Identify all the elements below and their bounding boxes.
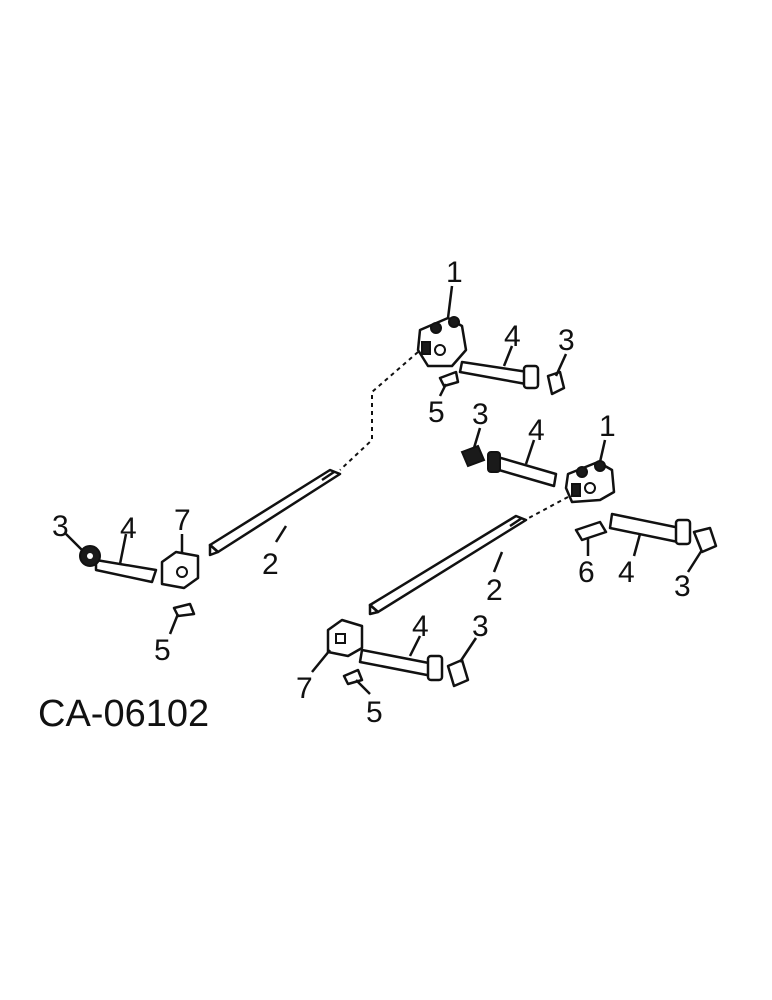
leader-7b bbox=[311, 649, 331, 673]
key-upper bbox=[438, 370, 460, 388]
callout-3a: 3 bbox=[558, 324, 575, 357]
assembly-line-lower bbox=[524, 496, 569, 521]
callout-4c: 4 bbox=[618, 556, 635, 589]
shaft-upper bbox=[208, 468, 342, 557]
pin-right bbox=[608, 512, 692, 546]
leader-5b bbox=[168, 613, 180, 635]
callout-7b: 7 bbox=[296, 672, 313, 705]
callout-3b: 3 bbox=[472, 398, 489, 431]
callout-2b: 2 bbox=[486, 574, 503, 607]
key-left bbox=[172, 602, 196, 618]
leader-3d bbox=[65, 533, 83, 551]
pin-upper-right bbox=[458, 360, 540, 390]
key-right-part6 bbox=[574, 520, 608, 542]
callout-6a: 6 bbox=[578, 556, 595, 589]
bracket-part-upper bbox=[416, 316, 468, 368]
pin-middle bbox=[487, 451, 558, 488]
leader-3c bbox=[686, 549, 704, 573]
leader-1b bbox=[598, 439, 607, 463]
callout-4b: 4 bbox=[528, 414, 545, 447]
callout-3e: 3 bbox=[472, 610, 489, 643]
leader-2b bbox=[492, 551, 504, 573]
clip-middle bbox=[460, 444, 486, 468]
pin-lower bbox=[358, 648, 444, 682]
leader-4c bbox=[632, 533, 642, 557]
callout-4e: 4 bbox=[412, 610, 429, 643]
assembly-line-upper bbox=[339, 351, 419, 471]
leader-1a bbox=[446, 285, 454, 319]
callout-2a: 2 bbox=[262, 548, 279, 581]
leader-4a bbox=[502, 345, 514, 367]
clip-right bbox=[692, 526, 718, 554]
callout-3d: 3 bbox=[52, 510, 69, 543]
callout-5a: 5 bbox=[428, 396, 445, 429]
callout-5b: 5 bbox=[154, 634, 171, 667]
clip-lower bbox=[446, 658, 470, 688]
pin-left bbox=[94, 558, 158, 584]
drawing-code: CA-06102 bbox=[38, 693, 209, 735]
leader-4b bbox=[524, 439, 536, 465]
callout-7a: 7 bbox=[174, 504, 191, 537]
shaft-lower bbox=[368, 514, 528, 616]
callout-4a: 4 bbox=[504, 320, 521, 353]
leader-5c bbox=[355, 679, 371, 695]
callout-3c: 3 bbox=[674, 570, 691, 603]
block-left bbox=[160, 550, 200, 590]
block-lower bbox=[326, 618, 364, 658]
callout-5c: 5 bbox=[366, 696, 383, 729]
leader-2a bbox=[274, 525, 288, 543]
leader-4d bbox=[118, 533, 128, 565]
leader-3a bbox=[554, 353, 568, 377]
callout-1a: 1 bbox=[446, 256, 463, 289]
leader-5a bbox=[438, 383, 448, 397]
bracket-part-right bbox=[564, 460, 616, 504]
clip-left bbox=[79, 545, 101, 567]
leader-3b bbox=[472, 427, 482, 449]
callout-4d: 4 bbox=[120, 512, 137, 545]
leader-4e bbox=[408, 635, 422, 657]
callout-1b: 1 bbox=[599, 410, 616, 443]
leader-3e bbox=[458, 637, 478, 663]
